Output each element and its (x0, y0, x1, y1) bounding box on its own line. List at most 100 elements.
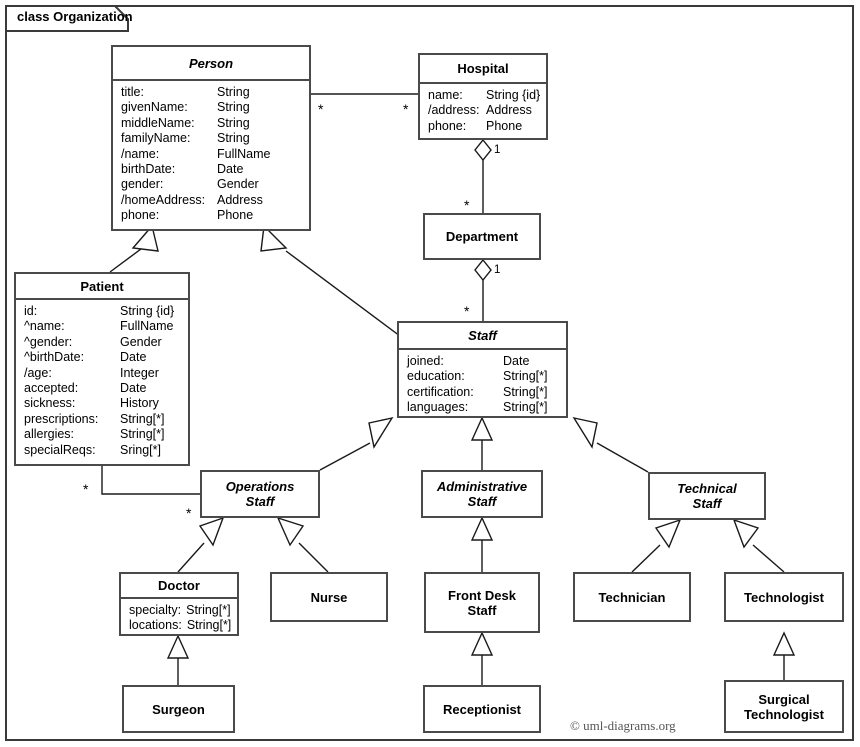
attribute-row: allergies:String[*] (24, 427, 165, 442)
class-staff-name: Staff (399, 323, 566, 350)
attribute-row: /age:Integer (24, 365, 159, 380)
edge-technician-technical (631, 544, 661, 573)
attribute-row: middleName:String (121, 115, 250, 130)
diagram-frame-label: class Organization (17, 9, 133, 24)
class-technician[interactable]: Technician (573, 572, 691, 622)
class-technologist[interactable]: Technologist (724, 572, 844, 622)
attribute-row: locations:String[*] (129, 618, 232, 633)
attribute-row: languages:String[*] (407, 400, 548, 415)
edge-operations-staff (319, 442, 371, 471)
class-technical-staff-name: Technical Staff (677, 481, 737, 511)
class-hospital-attributes: name:String {id} /address:Address phone:… (420, 84, 546, 137)
attribute-row: /name:FullName (121, 146, 271, 161)
generalization-arrow-nurse (276, 516, 305, 547)
multiplicity-department-staff-department: 1 (494, 264, 501, 276)
attribute-row: /address:Address (428, 103, 532, 118)
diagram-frame-tab: class Organization (5, 5, 133, 32)
aggregation-diamond-hospital (474, 138, 492, 162)
attribute-row: birthDate:Date (121, 162, 244, 177)
attribute-row: /homeAddress:Address (121, 192, 263, 207)
attribute-row: title:String (121, 85, 250, 99)
attribute-row: givenName:String (121, 100, 250, 115)
attribute-row: prescriptions:String[*] (24, 411, 165, 426)
class-doctor-name: Doctor (121, 574, 237, 599)
class-technician-name: Technician (598, 589, 666, 605)
multiplicity-department-staff-staff: * (464, 303, 470, 319)
multiplicity-patient-operations-staff: * (186, 505, 192, 521)
attribute-row: phone:Phone (121, 208, 254, 223)
edge-technical-staff (596, 442, 649, 473)
attribute-row: accepted:Date (24, 381, 147, 396)
attribute-row: familyName:String (121, 131, 250, 146)
class-staff-attributes: joined:Date education:String[*] certific… (399, 350, 566, 419)
attribute-row: specialty:String[*] (129, 603, 231, 617)
generalization-arrow-technologist (732, 518, 760, 549)
generalization-arrow-staff-person (260, 224, 288, 252)
attribute-row: sickness:History (24, 396, 159, 411)
class-person-name: Person (113, 47, 309, 81)
class-surgical-technologist-name: Surgical Technologist (744, 691, 824, 722)
class-administrative-staff[interactable]: Administrative Staff (421, 470, 543, 518)
generalization-arrow-frontdesk (470, 516, 494, 541)
class-patient-attributes: id:String {id} ^name:FullName ^gender:Ge… (16, 300, 188, 461)
class-department-name: Department (445, 229, 519, 244)
class-staff[interactable]: Staff joined:Date education:String[*] ce… (397, 321, 568, 418)
class-operations-staff[interactable]: Operations Staff (200, 470, 320, 518)
class-patient-name: Patient (16, 274, 188, 300)
edge-technologist-technical (752, 544, 785, 573)
multiplicity-hospital-department-department: * (464, 197, 470, 213)
attribute-row: ^gender:Gender (24, 334, 162, 349)
class-administrative-staff-name: Administrative Staff (436, 479, 528, 509)
edge-nurse-operations (298, 542, 329, 573)
class-surgical-technologist[interactable]: Surgical Technologist (724, 680, 844, 733)
generalization-arrow-technical-staff (572, 416, 598, 449)
attribute-row: joined:Date (407, 354, 530, 368)
edge-patient-person (109, 245, 146, 273)
multiplicity-person-hospital-person: * (318, 101, 324, 117)
class-receptionist-name: Receptionist (442, 701, 521, 717)
class-hospital-name: Hospital (420, 55, 546, 84)
generalization-arrow-surgeon (166, 634, 190, 659)
copyright-notice: © uml-diagrams.org (570, 718, 676, 733)
class-receptionist[interactable]: Receptionist (423, 685, 541, 733)
generalization-arrow-doctor (198, 516, 225, 547)
class-patient[interactable]: Patient id:String {id} ^name:FullName ^g… (14, 272, 190, 466)
aggregation-diamond-department (474, 258, 492, 282)
class-front-desk-staff[interactable]: Front Desk Staff (424, 572, 540, 633)
attribute-row: ^name:FullName (24, 319, 174, 334)
class-surgeon[interactable]: Surgeon (122, 685, 235, 733)
attribute-row: specialReqs:Sring[*] (24, 442, 161, 457)
class-technical-staff[interactable]: Technical Staff (648, 472, 766, 520)
attribute-row: ^birthDate:Date (24, 350, 147, 365)
generalization-arrow-administrative-staff (470, 416, 494, 441)
attribute-row: education:String[*] (407, 369, 548, 384)
class-person-attributes: title:String givenName:String middleName… (113, 81, 309, 227)
class-hospital[interactable]: Hospital name:String {id} /address:Addre… (418, 53, 548, 140)
class-technologist-name: Technologist (744, 589, 824, 605)
class-front-desk-staff-name: Front Desk Staff (448, 587, 516, 618)
class-operations-staff-name: Operations Staff (225, 479, 295, 509)
attribute-row: gender:Gender (121, 177, 259, 192)
attribute-row: phone:Phone (428, 118, 523, 133)
edge-doctor-operations (177, 542, 205, 573)
multiplicity-patient-operations-patient: * (83, 481, 89, 497)
class-nurse[interactable]: Nurse (270, 572, 388, 622)
class-surgeon-name: Surgeon (152, 701, 205, 717)
class-person[interactable]: Person title:String givenName:String mid… (111, 45, 311, 231)
class-department[interactable]: Department (423, 213, 541, 260)
class-doctor[interactable]: Doctor specialty:String[*] locations:Str… (119, 572, 239, 636)
attribute-row: name:String {id} (428, 88, 541, 102)
attribute-row: certification:String[*] (407, 384, 548, 399)
class-doctor-attributes: specialty:String[*] locations:String[*] (121, 599, 237, 637)
multiplicity-person-hospital-hospital: * (403, 101, 409, 117)
generalization-arrow-patient-person (131, 224, 159, 252)
generalization-arrow-surgicaltech (772, 631, 796, 656)
generalization-arrow-operations-staff (368, 416, 394, 449)
diagram-frame (5, 5, 854, 741)
generalization-arrow-technician (654, 518, 682, 549)
class-nurse-name: Nurse (310, 589, 348, 605)
multiplicity-hospital-department-hospital: 1 (494, 144, 501, 156)
edge-patient-operations-staff (101, 466, 200, 495)
